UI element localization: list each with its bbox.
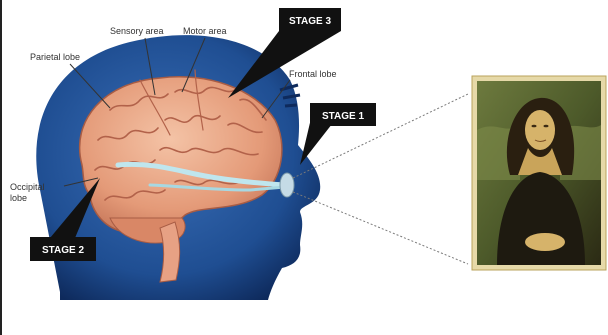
parietal-lobe-label: Parietal lobe xyxy=(30,52,80,62)
stage-2-label: STAGE 2 xyxy=(42,245,84,256)
stage-1-label: STAGE 1 xyxy=(322,111,364,122)
motor-area-label: Motor area xyxy=(183,26,227,36)
occipital-lobe-label-line1: Occipital xyxy=(10,182,45,192)
stage-3-label: STAGE 3 xyxy=(289,16,331,27)
occipital-lobe-label-line2: lobe xyxy=(10,193,27,203)
light-ray-bottom xyxy=(293,192,468,264)
eye xyxy=(280,173,294,197)
frontal-lobe-label: Frontal lobe xyxy=(289,69,337,79)
mona-lisa-painting xyxy=(472,76,606,270)
sensory-area-label: Sensory area xyxy=(110,26,164,36)
